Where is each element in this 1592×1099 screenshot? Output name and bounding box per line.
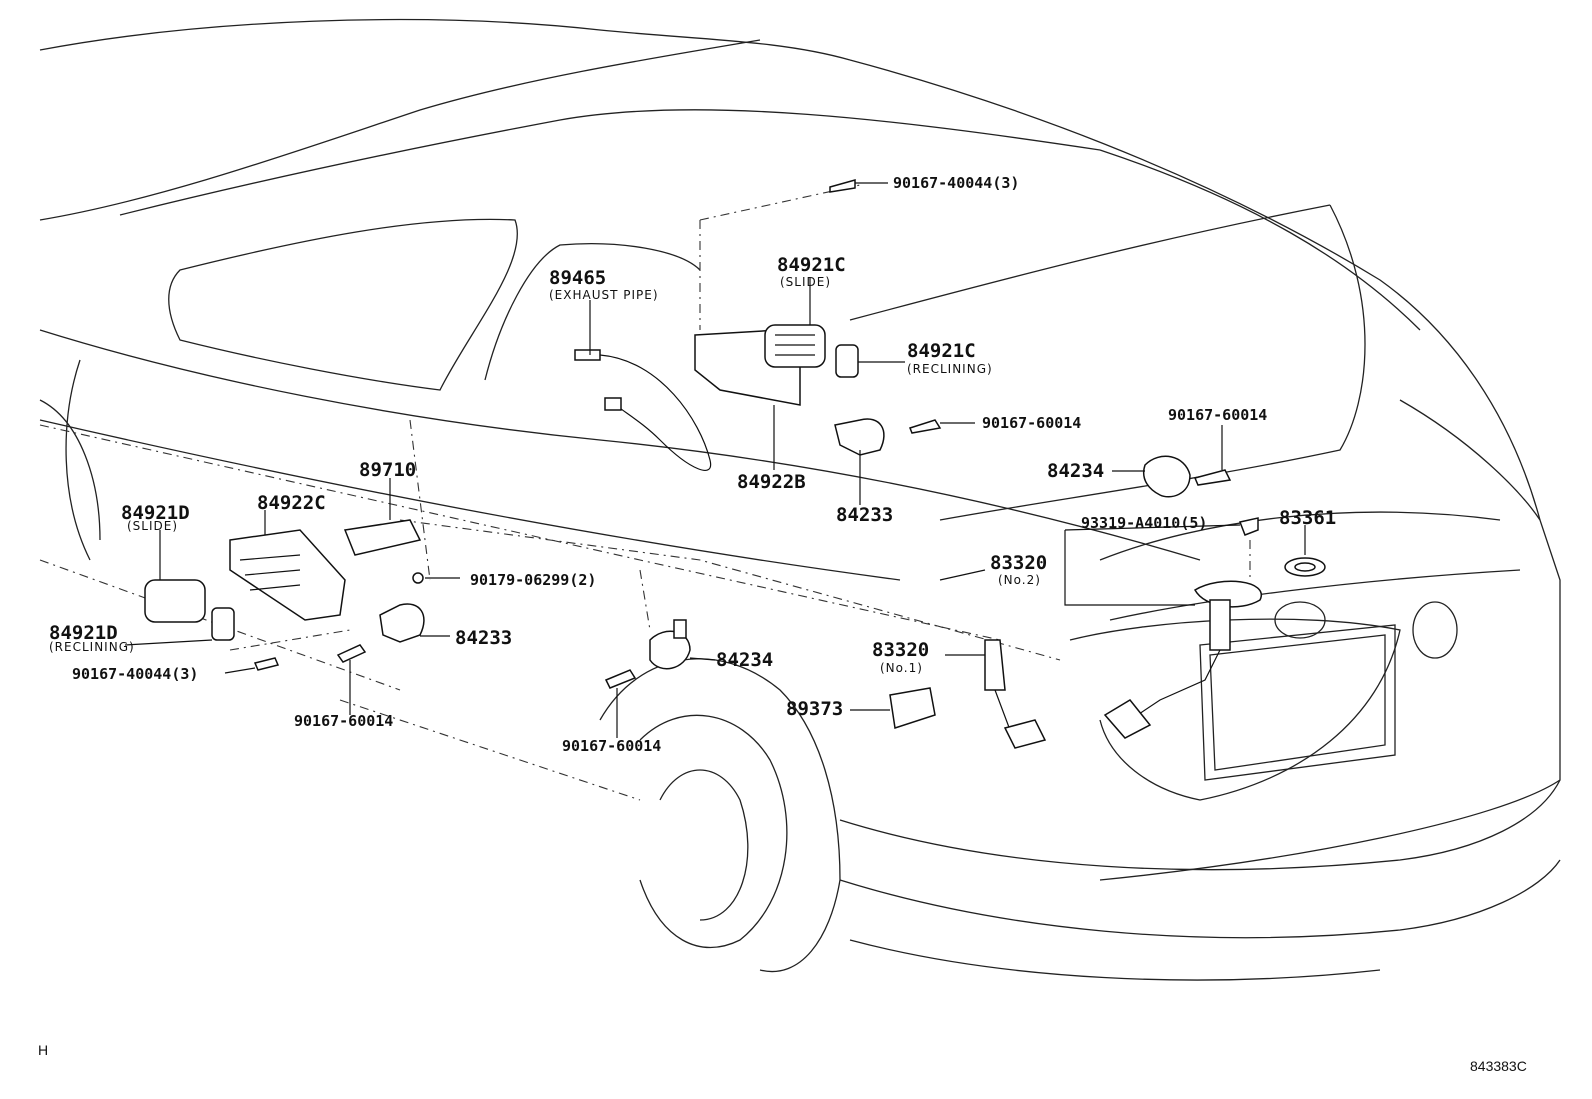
part-89710: 89710 xyxy=(359,459,417,481)
part-84921d-reclining-number: 84921D xyxy=(49,622,118,644)
part-84233-left: 84233 xyxy=(455,627,513,649)
part-84921d-slide-number: 84921D xyxy=(121,502,190,524)
part-84922c: 84922C xyxy=(257,492,326,514)
part-84921c-reclining-desc: (RECLINING) xyxy=(907,362,993,376)
part-84921d-reclining-desc: (RECLINING) xyxy=(49,640,135,654)
diagram-code: 843383C xyxy=(1470,1058,1527,1074)
part-90167-40044-left: 90167-40044(3) xyxy=(72,665,199,683)
part-83320-no1-number: 83320 xyxy=(872,639,930,661)
part-90167-60014-bottom: 90167-60014 xyxy=(562,737,662,755)
part-89465-desc: (EXHAUST PIPE) xyxy=(549,288,659,302)
part-84921c-slide-desc: (SLIDE) xyxy=(780,275,832,289)
part-84921c-reclining-number: 84921C xyxy=(907,340,976,362)
part-83320-no2-desc: (No.2) xyxy=(998,573,1041,587)
part-90179-06299: 90179-06299(2) xyxy=(470,571,597,589)
part-83320-no1-desc: (No.1) xyxy=(880,661,923,675)
part-90167-40044-top: 90167-40044(3) xyxy=(893,174,1020,192)
part-89373: 89373 xyxy=(786,698,844,720)
corner-mark: H xyxy=(38,1042,49,1058)
part-93319-a4010: 93319-A4010(5) xyxy=(1081,514,1208,532)
part-90167-60014-right: 90167-60014 xyxy=(1168,406,1268,424)
part-84233-mid: 84233 xyxy=(836,504,894,526)
part-84234-mid: 84234 xyxy=(716,649,774,671)
part-89465-number: 89465 xyxy=(549,267,607,289)
part-84921d-slide-desc: (SLIDE) xyxy=(127,519,179,533)
part-83361: 83361 xyxy=(1279,507,1337,529)
part-84921c-slide-number: 84921C xyxy=(777,254,846,276)
part-90167-60014-mid: 90167-60014 xyxy=(982,414,1082,432)
part-83320-no2-number: 83320 xyxy=(990,552,1048,574)
part-84922b: 84922B xyxy=(737,471,806,493)
part-90167-60014-left: 90167-60014 xyxy=(294,712,394,730)
part-84234-right: 84234 xyxy=(1047,460,1105,482)
